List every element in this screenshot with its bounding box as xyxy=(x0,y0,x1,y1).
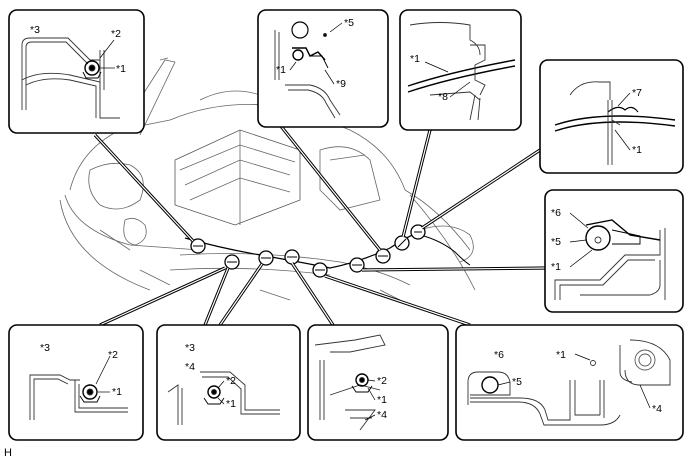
callout-label: *2 xyxy=(111,28,121,40)
callout-label: *9 xyxy=(336,78,346,90)
callout-label: *1 xyxy=(377,394,387,406)
callout-label: *1 xyxy=(556,349,566,361)
callout-label: *1 xyxy=(632,144,642,156)
callout-label: *6 xyxy=(551,207,561,219)
engine-bay-sketch xyxy=(59,57,476,301)
detail-boxes xyxy=(8,9,684,441)
callout-label: *2 xyxy=(108,349,118,361)
callout-label: *4 xyxy=(652,403,662,415)
leader-lines xyxy=(93,124,549,327)
callout-label: *7 xyxy=(632,87,642,99)
callout-label: *3 xyxy=(185,342,195,354)
callout-label: *5 xyxy=(551,236,561,248)
detail-br-drawing xyxy=(467,339,671,426)
callout-label: *1 xyxy=(116,63,126,75)
detail-box-bl2 xyxy=(156,324,301,441)
detail-box-tr1 xyxy=(399,9,522,131)
callout-label: *1 xyxy=(112,386,122,398)
callout-label: *2 xyxy=(226,375,236,387)
detail-box-bl xyxy=(8,324,144,441)
callout-label: *1 xyxy=(410,53,420,65)
callout-label: *4 xyxy=(185,361,195,373)
detail-box-bm xyxy=(307,324,449,441)
detail-tr1-drawing xyxy=(407,22,516,121)
detail-tc-drawing xyxy=(274,21,341,119)
detail-bl2-drawing xyxy=(167,371,280,425)
detail-tr2-drawing xyxy=(554,81,676,165)
callout-label: *1 xyxy=(276,64,286,76)
detail-mr-drawing xyxy=(554,219,666,300)
callout-label: *3 xyxy=(40,342,50,354)
callout-label: *5 xyxy=(512,376,522,388)
figure-code: H xyxy=(4,447,12,459)
callout-label: *8 xyxy=(438,91,448,103)
detail-box-br xyxy=(455,324,684,441)
detail-bl-drawing xyxy=(29,374,128,420)
callout-label: *6 xyxy=(494,349,504,361)
callout-leaders xyxy=(95,22,651,421)
callout-label: *2 xyxy=(377,375,387,387)
callout-label: *4 xyxy=(377,409,387,421)
detail-box-tc xyxy=(257,9,389,128)
callout-label: *3 xyxy=(30,24,40,36)
detail-box-mr xyxy=(544,189,684,313)
callout-label: *5 xyxy=(344,17,354,29)
callout-label: *1 xyxy=(551,261,561,273)
detail-tl-drawing xyxy=(21,37,120,119)
callout-label: *1 xyxy=(226,398,236,410)
detail-box-tl xyxy=(8,9,145,134)
